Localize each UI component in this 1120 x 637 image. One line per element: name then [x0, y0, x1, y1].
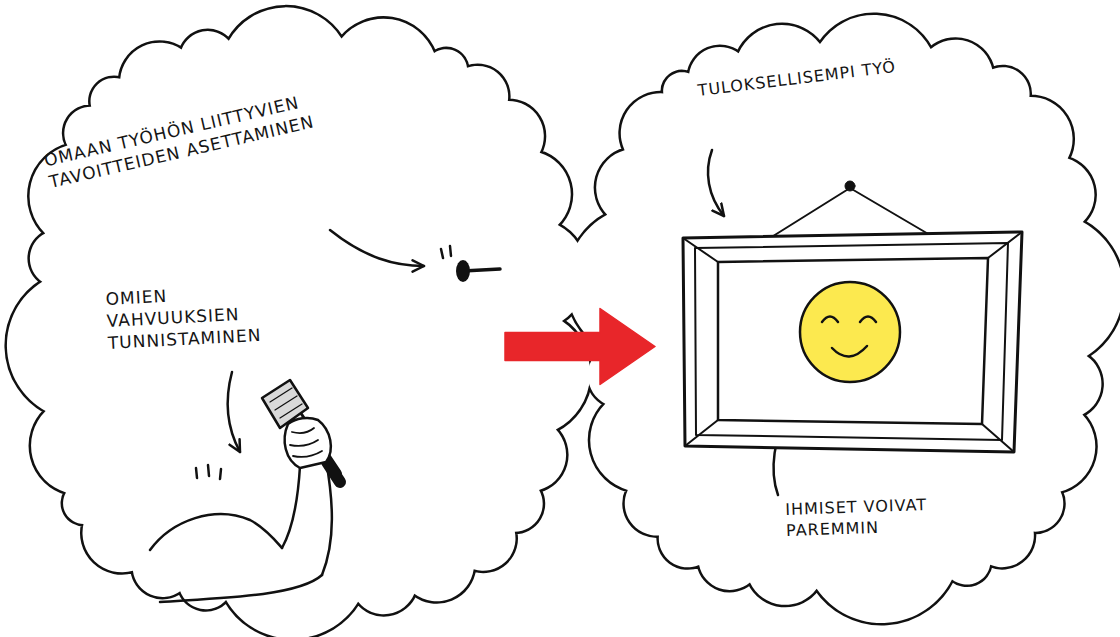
cloud-fill	[12, 8, 592, 633]
cloud-fill	[7, 7, 590, 637]
handwritten-label: OMIEN VAHVUUKSIEN TUNNISTAMINEN	[105, 278, 293, 354]
cloud-fill	[566, 15, 1120, 623]
thought-cloud: TULOKSELLISEMPI TYÖIHMISET VOIVAT PAREMM…	[572, 14, 1117, 619]
thought-cloud: OMAAN TYÖHÖN LIITTYVIEN TAVOITTEIDEN ASE…	[12, 8, 592, 633]
cloud-outline	[566, 15, 1120, 623]
handwritten-label: IHMISET VOIVAT PAREMMIN	[785, 494, 971, 542]
cloud-outline	[7, 7, 590, 637]
